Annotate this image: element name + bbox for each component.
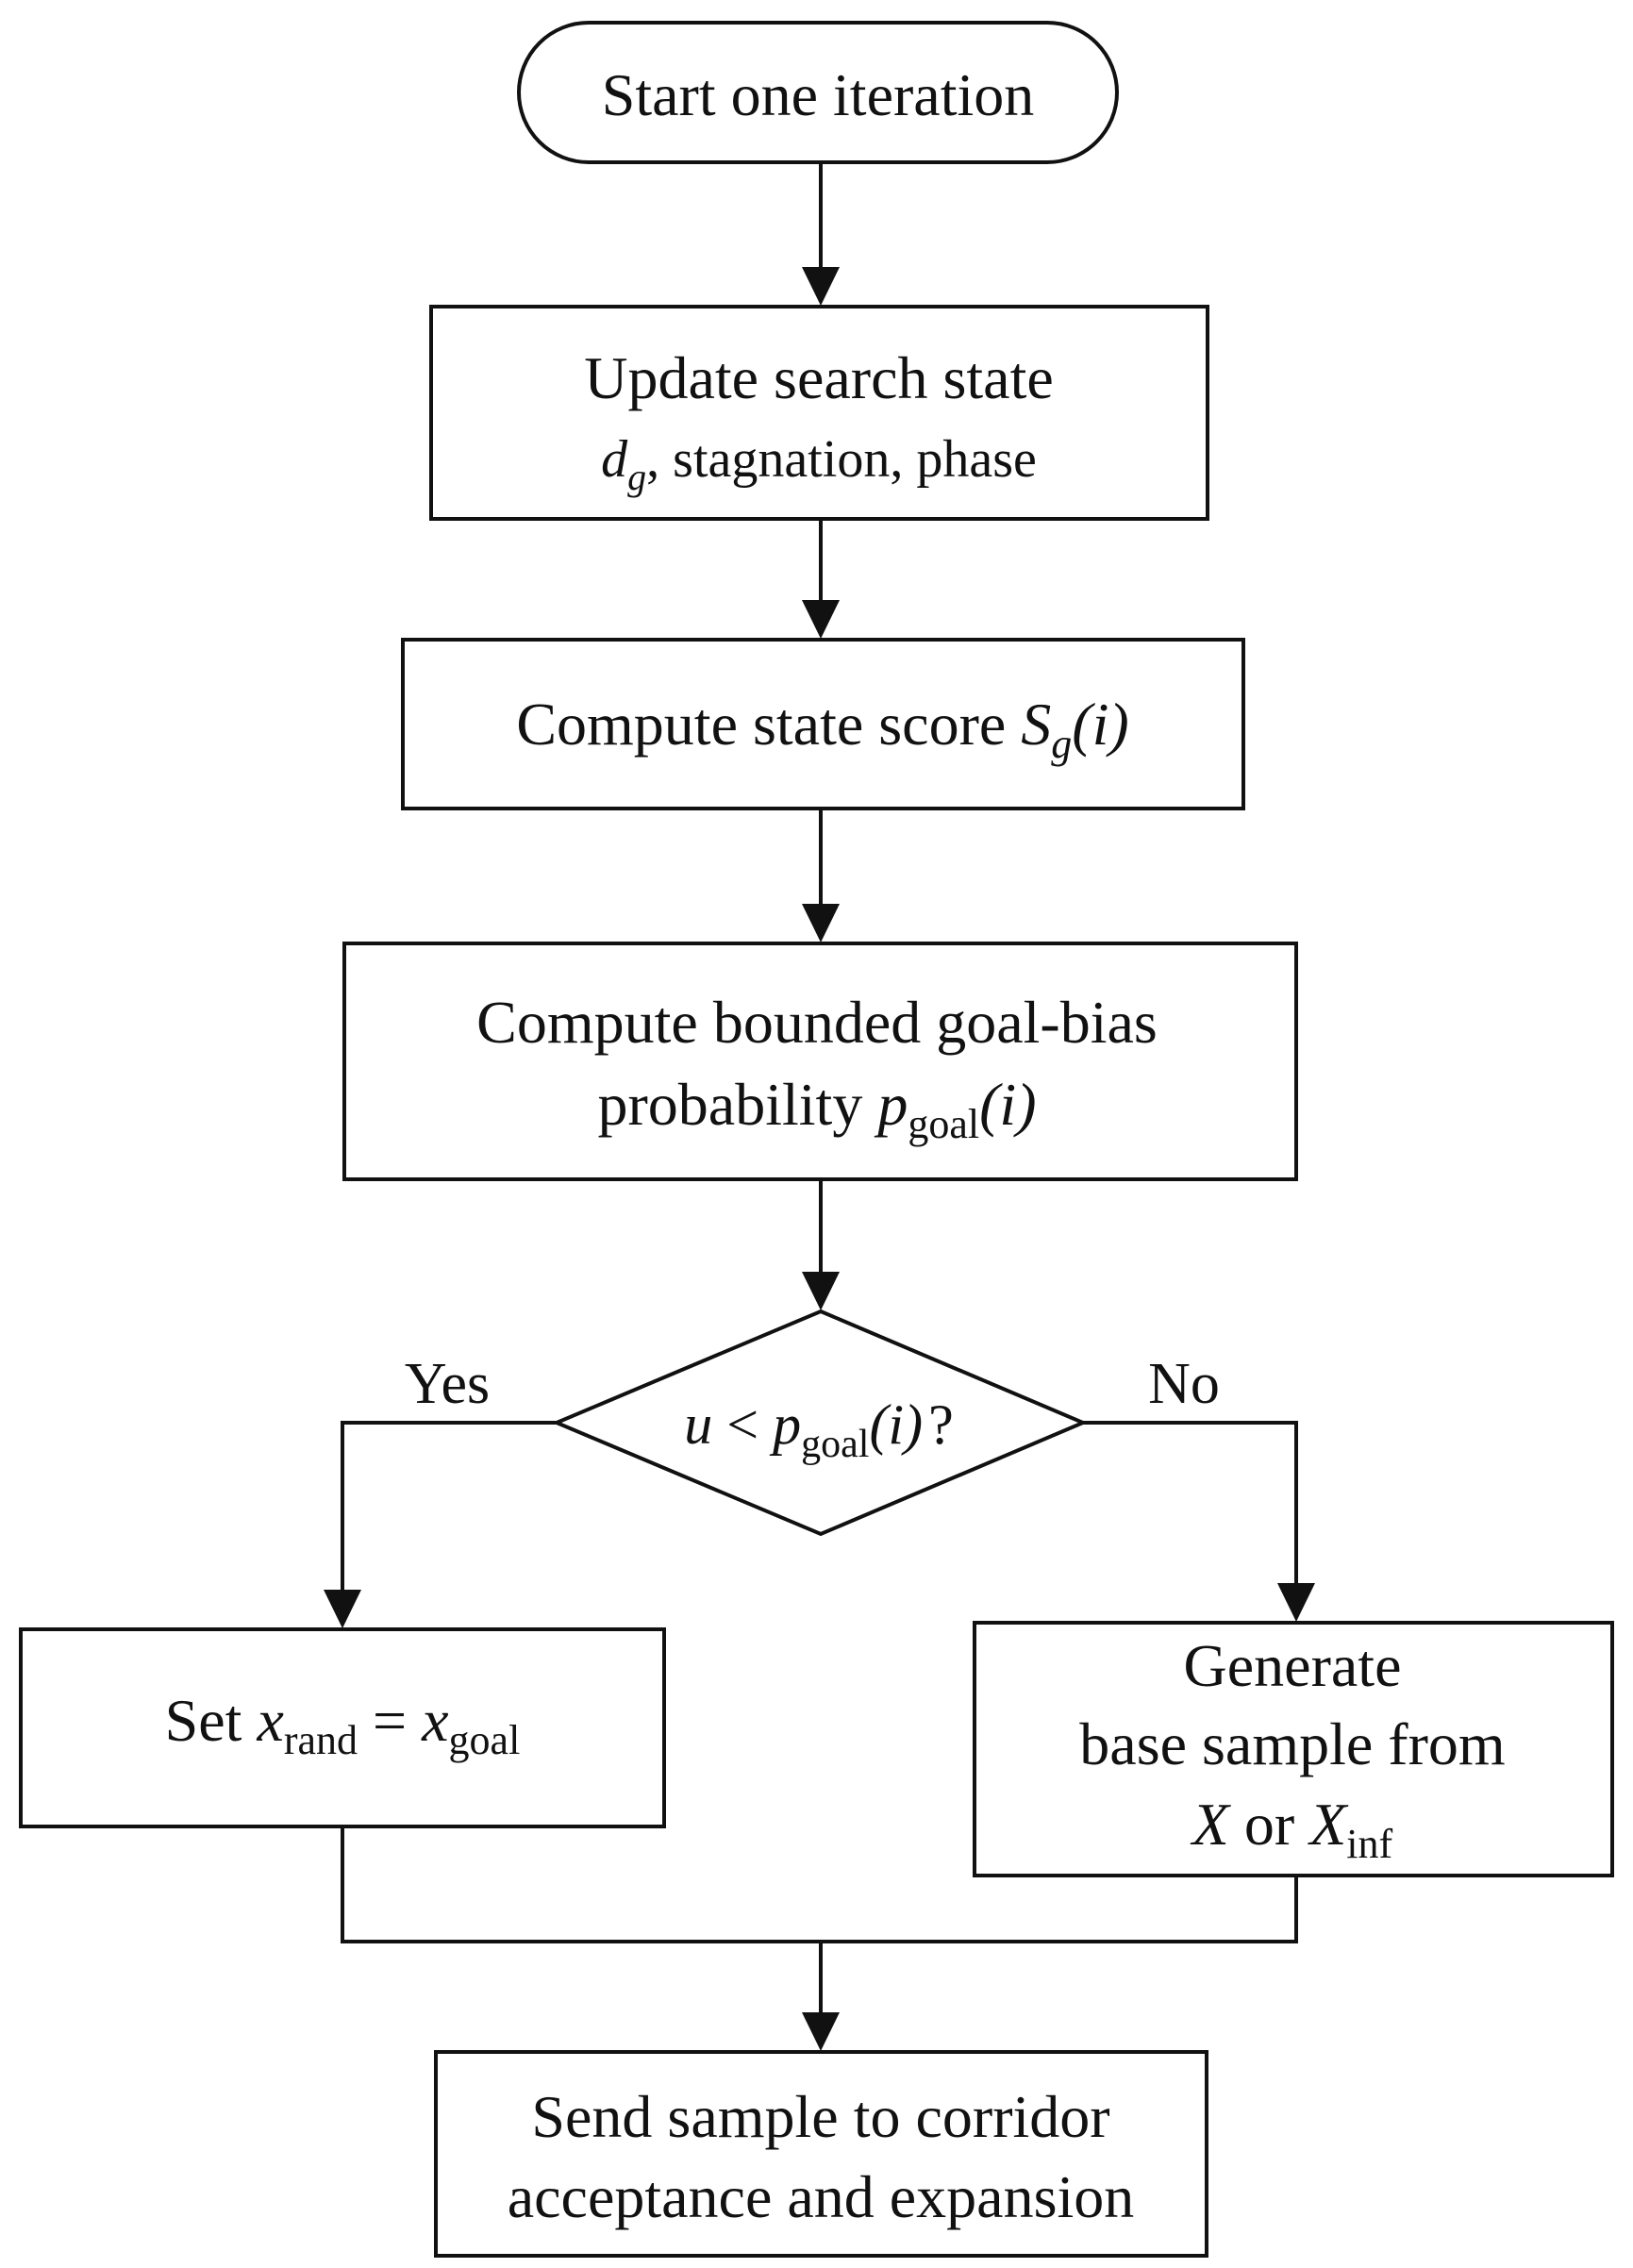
score-symbol: S xyxy=(1021,691,1051,758)
arrowhead-decision xyxy=(802,1272,840,1310)
decision-prob-subscript: goal xyxy=(801,1423,869,1466)
start-terminal-shape xyxy=(517,21,1119,164)
goal-bias-title: Compute bounded goal-bias xyxy=(476,989,1158,1056)
decision-prob-symbol: p xyxy=(769,1393,801,1456)
send-sample-box xyxy=(434,2050,1208,2258)
update-state-vars: , stagnation, phase xyxy=(646,430,1037,489)
dg-subscript: g xyxy=(627,456,646,498)
connectors xyxy=(324,162,1315,2051)
start-label: Start one iteration xyxy=(602,61,1035,128)
decision-operator: < xyxy=(712,1393,773,1456)
arrowhead-set-goal xyxy=(324,1590,361,1628)
arrowhead-update xyxy=(802,267,840,306)
decision-node: u < pgoal(i)? Yes No xyxy=(405,1309,1220,1537)
generate-sample-box xyxy=(973,1621,1614,1877)
space-xinf-symbol: X xyxy=(1307,1791,1349,1858)
send-sample-node: Send sample to corridor acceptance and e… xyxy=(434,2050,1208,2258)
arrowhead-send xyxy=(802,2012,840,2051)
set-goal-equals: = xyxy=(358,1687,422,1754)
update-state-box xyxy=(429,305,1209,521)
x-goal-symbol: x xyxy=(421,1687,448,1754)
goal-bias-node: Compute bounded goal-bias probability pg… xyxy=(342,942,1298,1181)
decision-condition: u < pgoal(i)? xyxy=(684,1393,953,1466)
state-score-prefix: Compute state score xyxy=(516,691,1021,758)
prob-argument: (i) xyxy=(979,1071,1036,1138)
set-goal-node: Set xrand = xgoal xyxy=(19,1627,666,1828)
send-line-1: Send sample to corridor xyxy=(531,2083,1109,2150)
decision-prob-argument: (i) xyxy=(869,1393,923,1456)
arrowhead-generate xyxy=(1277,1583,1315,1622)
start-node: Start one iteration xyxy=(517,21,1119,164)
connector-no-branch xyxy=(1083,1421,1298,1590)
generate-line-1: Generate xyxy=(1184,1632,1402,1699)
score-subscript: g xyxy=(1051,721,1072,767)
update-state-title: Update search state xyxy=(584,344,1054,411)
no-branch-label: No xyxy=(1148,1352,1220,1416)
state-score-node: Compute state score Sg(i) xyxy=(401,638,1245,810)
arrowhead-prob xyxy=(802,904,840,942)
yes-branch-label: Yes xyxy=(405,1352,490,1416)
arrowhead-score xyxy=(802,600,840,639)
x-goal-subscript: goal xyxy=(449,1717,521,1763)
state-score-label: Compute state score Sg(i) xyxy=(516,691,1128,767)
x-rand-subscript: rand xyxy=(284,1717,358,1763)
decision-diamond xyxy=(551,1309,1089,1537)
decision-lhs: u xyxy=(684,1393,712,1456)
set-goal-label: Set xrand = xgoal xyxy=(165,1687,521,1763)
dg-symbol: d xyxy=(601,430,628,489)
send-line-2: acceptance and expansion xyxy=(508,2163,1135,2230)
generate-line-2: base sample from xyxy=(1079,1710,1505,1777)
generate-or: or xyxy=(1229,1791,1309,1858)
set-goal-box xyxy=(19,1627,666,1828)
generate-sample-node: Generate base sample from X or Xinf xyxy=(973,1621,1614,1877)
set-goal-prefix: Set xyxy=(165,1687,258,1754)
prob-subscript: goal xyxy=(908,1101,979,1147)
space-x-symbol: X xyxy=(1190,1791,1232,1858)
x-rand-symbol: x xyxy=(256,1687,283,1754)
score-argument: (i) xyxy=(1072,691,1128,758)
decision-question-mark: ? xyxy=(928,1393,954,1456)
goal-bias-formula: probability pgoal(i) xyxy=(597,1071,1036,1147)
space-xinf-subscript: inf xyxy=(1346,1821,1392,1867)
goal-bias-box xyxy=(342,942,1298,1181)
state-score-box xyxy=(401,638,1245,810)
generate-line-3: X or Xinf xyxy=(1190,1791,1393,1867)
goal-bias-prefix: probability xyxy=(597,1071,877,1138)
update-state-node: Update search state dg, stagnation, phas… xyxy=(429,305,1209,521)
connector-yes-branch xyxy=(341,1421,557,1596)
update-state-details: dg, stagnation, phase xyxy=(601,430,1037,498)
prob-symbol: p xyxy=(874,1071,908,1138)
